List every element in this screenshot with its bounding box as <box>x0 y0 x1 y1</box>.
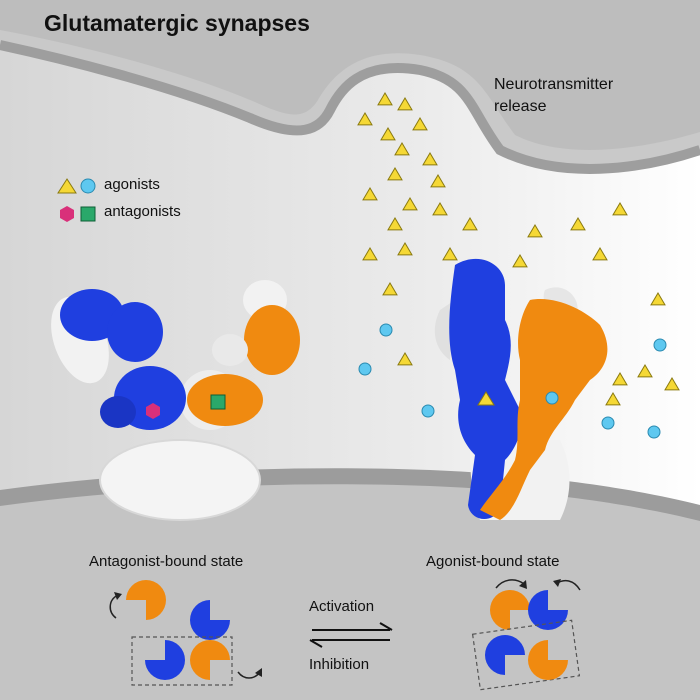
pacman-orange-bottom-right <box>190 640 230 680</box>
pacman-blue-top-right <box>190 600 230 640</box>
rotation-arrow-1-head <box>114 592 122 600</box>
legend-triangle-icon <box>57 178 77 194</box>
agonist-triangle <box>397 242 413 256</box>
agonist-triangle <box>412 117 428 131</box>
inhibition-label: Inhibition <box>309 656 370 673</box>
orange-subunit <box>480 299 608 520</box>
agonist-triangle <box>387 167 403 181</box>
pacman-blue-bottom-left <box>145 640 185 680</box>
agonist-triangle <box>612 202 628 216</box>
agonist-triangle <box>664 377 680 391</box>
agonist-circle <box>653 338 667 352</box>
dashed-box-right <box>471 619 581 691</box>
pacman-orange-bottom-right-2 <box>528 640 568 680</box>
rotation-arrow-2-head <box>255 668 262 677</box>
blue-ntd-2 <box>107 302 163 362</box>
agonist-circle <box>601 416 615 430</box>
agonist-triangle <box>442 247 458 261</box>
agonist-state-schematic <box>471 579 581 691</box>
agonist-circle <box>379 323 393 337</box>
equilibrium-arrows <box>309 622 393 648</box>
agonist-triangle <box>387 217 403 231</box>
agonist-triangle <box>394 142 410 156</box>
agonist-state-label: Agonist-bound state <box>426 553 560 570</box>
blue-lbd-lobe <box>100 396 136 428</box>
legend-antagonists-label: antagonists <box>104 203 181 220</box>
agonist-triangle <box>527 224 543 238</box>
agonist-triangle <box>570 217 586 231</box>
pacman-orange-top-left <box>126 580 166 620</box>
agonist-bound-receptor <box>434 258 608 520</box>
agonist-triangle <box>380 127 396 141</box>
agonist-triangle <box>462 217 478 231</box>
agonist-triangle <box>422 152 438 166</box>
agonist-triangle <box>650 292 666 306</box>
legend-agonists-label: agonists <box>104 176 160 193</box>
agonist-triangle <box>382 282 398 296</box>
agonist-circle <box>647 425 661 439</box>
antagonist-state-label: Antagonist-bound state <box>89 553 244 570</box>
agonist-triangle <box>592 247 608 261</box>
agonist-triangle <box>377 92 393 106</box>
antagonist-state-schematic <box>109 580 262 686</box>
rotation-arrow-3 <box>495 579 525 589</box>
release-label-line-2: release <box>494 98 547 115</box>
legend-square-icon <box>80 206 96 222</box>
neurotransmitter-particles <box>357 92 680 439</box>
release-label-line-1: Neurotransmitter <box>494 76 614 93</box>
agonist-triangle <box>430 174 446 188</box>
legend-symbols <box>57 178 96 222</box>
pacman-blue-bottom-left-2 <box>485 635 525 675</box>
presynaptic-cytoplasm <box>0 0 700 150</box>
agonist-triangle <box>362 247 378 261</box>
agonist-triangle <box>637 364 653 378</box>
agonist-triangle <box>357 112 373 126</box>
legend-hexagon-icon <box>60 206 74 222</box>
blue-subunit <box>449 258 522 520</box>
gray-ntd-piece <box>212 334 248 366</box>
orange-ntd-1 <box>244 305 300 375</box>
agonist-triangle <box>402 197 418 211</box>
agonist-triangle <box>397 352 413 366</box>
agonist-triangle <box>397 97 413 111</box>
pacman-orange-top-left-2 <box>490 590 530 630</box>
rotation-arrow-4-head <box>553 579 561 587</box>
legend-circle-icon <box>80 178 96 194</box>
release-label: Neurotransmitter release <box>494 74 644 118</box>
agonist-triangle <box>362 187 378 201</box>
agonist-circle <box>358 362 372 376</box>
agonist-circle-bound <box>545 391 559 405</box>
agonist-triangle <box>432 202 448 216</box>
rotation-arrow-3-head <box>519 580 527 589</box>
agonist-triangle-bound <box>477 391 495 406</box>
antagonist-hexagon <box>146 403 160 419</box>
figure-title: Glutamatergic synapses <box>44 10 310 36</box>
inhibition-arrow-head <box>309 639 323 648</box>
antagonist-bound-receptor <box>51 280 300 521</box>
dashed-box-left <box>131 636 233 686</box>
agonist-triangle <box>612 372 628 386</box>
presynaptic-membrane <box>0 40 700 174</box>
activation-arrow-head <box>379 622 393 631</box>
transmembrane-domain <box>99 439 261 521</box>
pacman-blue-top-right-2 <box>528 590 568 630</box>
activation-label: Activation <box>309 598 375 615</box>
antagonist-square <box>210 394 226 410</box>
agonist-triangle <box>512 254 528 268</box>
agonist-circle <box>421 404 435 418</box>
agonist-triangle <box>605 392 621 406</box>
